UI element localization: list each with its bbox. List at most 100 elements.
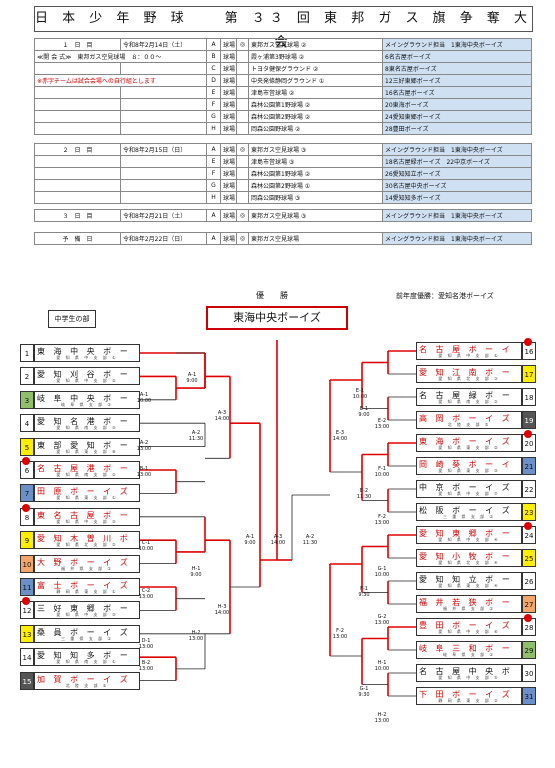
match-id: A-2 (305, 534, 315, 540)
match-time: 13:00 (374, 520, 390, 526)
team-branch: 愛 知 県 中 支 部 ③ (56, 612, 118, 618)
team-number: 2 (20, 367, 34, 386)
team-name: 田 原 ボ ー イ ズ (37, 487, 131, 497)
schedule-cell: 18名古屋緑ボーイズ 22中京ボーイズ (382, 155, 532, 168)
team-entry: 名 古 屋 ボ ー イ ズ愛 知 県 中 支 部 ① (416, 342, 522, 360)
team-number: 18 (522, 388, 536, 406)
match-time: 10:00 (374, 666, 390, 672)
team-number: 22 (522, 480, 536, 498)
match-time: 10:00 (352, 394, 368, 400)
match-time: 10:00 (136, 398, 152, 404)
match-id: A-3 (273, 534, 283, 540)
team-name: 愛 知 江 南 ボ ー イ ズ (419, 368, 519, 377)
schedule-cell: 東邦ガス空見球場 ③ (248, 209, 383, 222)
match-time: 9:00 (190, 572, 202, 578)
match-id: G-1 (359, 686, 369, 692)
team-number: 29 (522, 641, 536, 659)
team-name: 東 部 愛 知 ボ ー イ ズ (37, 440, 137, 450)
match-id: G-2 (377, 614, 387, 620)
team-name: 愛 知 名 港 ボ ー イ ズ (37, 417, 137, 427)
team-entry: 岡 崎 葵 ボ ー イ ズ愛 知 県 東 支 部 ③ (416, 457, 522, 475)
match-id: C-2 (141, 588, 151, 594)
team-number: 25 (522, 549, 536, 567)
team-entry: 東 海 中 央 ボ ー イ ズ愛 知 県 中 支 部 ① (34, 344, 140, 362)
team-entry: 桑 員 ボ ー イ ズ三 重 県 支 部 ① (34, 624, 140, 643)
match-time: 9:30 (358, 692, 370, 698)
schedule-cell: 26愛知知立ボーイズ (382, 167, 532, 180)
match-id: A-1 (139, 392, 149, 398)
team-number: 30 (522, 664, 536, 682)
match-id: H-1 (191, 566, 201, 572)
team-number: 10 (20, 554, 34, 573)
schedule-cell: メイングラウンド担当 1東海中央ボーイズ (382, 143, 532, 156)
match-id: E-1 (359, 406, 369, 412)
team-branch: 三 重 県 支 部 ① (61, 635, 113, 641)
team-name: 愛 知 東 郷 ボ ー イ ズ (419, 529, 519, 538)
team-branch: 愛 知 県 中 支 部 ③ (56, 518, 118, 524)
host-marker-icon (524, 614, 532, 622)
team-entry: 愛 知 東 郷 ボ ー イ ズ愛 知 県 中 支 部 ④ (416, 526, 522, 544)
team-entry: 豊 田 ボ ー イ ズ愛 知 県 中 支 部 ⑥ (416, 618, 522, 636)
team-name: 下 田 ボ ー イ ズ (419, 690, 513, 699)
host-marker-icon (524, 338, 532, 346)
team-name: 名 古 屋 緑 ボ ー イ ズ (419, 391, 519, 400)
host-marker-icon (22, 597, 30, 606)
team-branch: 愛 知 県 北 支 部 ② (56, 542, 118, 548)
match-id: E-2 (359, 488, 369, 494)
team-branch: 愛 知 県 中 支 部 ① (56, 355, 118, 360)
team-name: 富 士 ボ ー イ ズ (37, 581, 131, 590)
team-branch: 愛 知 県 中 支 部 ⑤ (438, 675, 500, 680)
team-branch: 愛 知 県 東 支 部 ③ (438, 468, 500, 473)
match-time: 14:00 (270, 540, 286, 546)
team-branch: 愛 知 県 東 支 部 ⑧ (56, 448, 118, 454)
schedule-cell: 6名古屋ボーイズ (382, 50, 532, 63)
match-time: 13:00 (332, 634, 348, 640)
match-time: 13:00 (138, 666, 154, 672)
team-name: 愛 知 知 立 ボ ー イ ズ (419, 575, 519, 584)
team-entry: 名 古 屋 港 ボ ー イ ズ愛 知 県 南 支 部 ② (34, 461, 140, 479)
match-id: H-3 (217, 604, 227, 610)
team-entry: 富 士 ボ ー イ ズ静 岡 県 東 支 部 ① (34, 578, 140, 596)
match-time: 11:30 (188, 436, 204, 442)
team-number: 7 (20, 484, 34, 503)
team-number: 23 (522, 503, 536, 521)
team-number: 5 (20, 437, 34, 456)
team-name: 岐 阜 中 央 ボ ー イ ズ (37, 393, 137, 403)
team-branch: 愛 知 県 南 支 部 ② (56, 472, 118, 477)
match-id: D-1 (141, 638, 151, 644)
team-entry: 東 部 愛 知 ボ ー イ ズ愛 知 県 東 支 部 ⑧ (34, 437, 140, 456)
team-branch: 三 重 県 支 部 ② (443, 514, 495, 519)
team-branch: 北 陸 支 部 ① (65, 682, 109, 688)
team-number: 24 (522, 526, 536, 544)
team-name: 福 井 若 狭 ボ ー イ ズ (419, 598, 519, 607)
team-entry: 中 京 ボ ー イ ズ愛 知 県 中 支 部 ⑦ (416, 480, 522, 498)
team-branch: 愛 知 県 中 支 部 ⑦ (438, 491, 500, 496)
team-number: 13 (20, 624, 34, 643)
team-branch: 愛 知 県 中 支 部 ⑥ (438, 629, 500, 634)
match-time: 9:00 (358, 412, 370, 418)
team-entry: 愛 知 木 曽 川 ボ ー イ ズ愛 知 県 北 支 部 ② (34, 531, 140, 550)
team-name: 桑 員 ボ ー イ ズ (37, 627, 131, 637)
team-branch: 北 陸 支 部 ② (447, 422, 491, 427)
schedule-cell: メイングラウンド担当 1東海中央ボーイズ (382, 38, 532, 51)
team-entry: 松 阪 ボ ー イ ズ三 重 県 支 部 ② (416, 503, 522, 521)
team-branch: 愛 知 県 南 支 部 ② (438, 399, 500, 404)
host-marker-icon (22, 503, 30, 512)
